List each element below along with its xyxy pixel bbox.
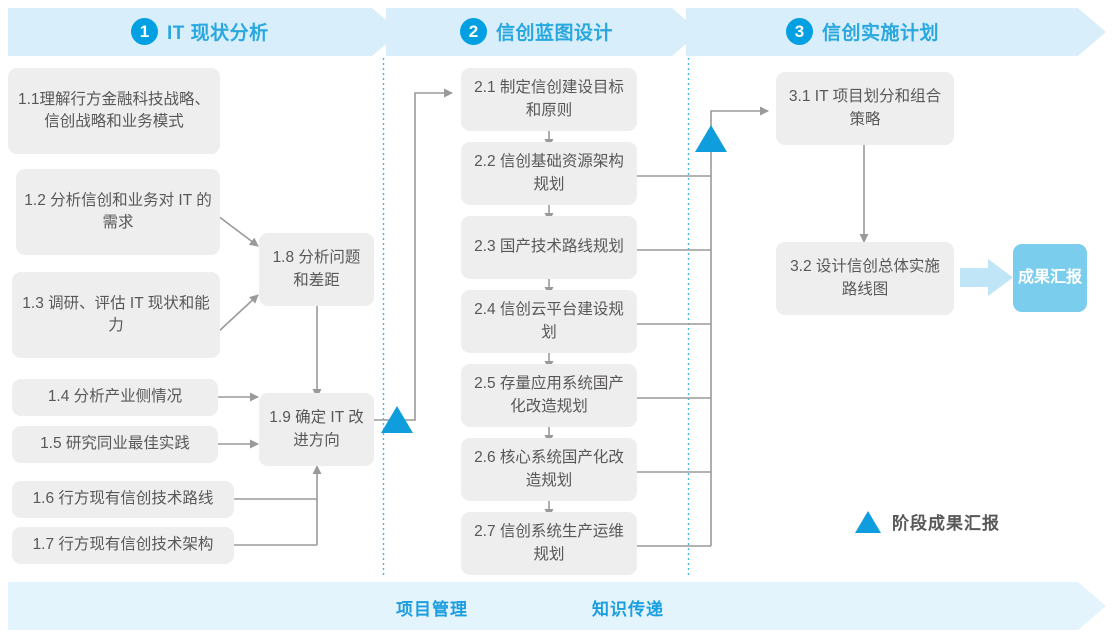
milestone-triangle-2 (695, 125, 727, 152)
process-box-2-3[interactable]: 2.3 国产技术路线规划 (461, 216, 637, 279)
connector-bus-to-31 (710, 106, 769, 128)
phase-header-1[interactable]: 1 IT 现状分析 (131, 18, 269, 45)
milestone-triangle-1 (381, 406, 413, 433)
process-box-1-8[interactable]: 1.8 分析问题和差距 (259, 233, 374, 306)
phase-number-3: 3 (786, 18, 813, 45)
process-box-1-5[interactable]: 1.5 研究同业最佳实践 (12, 426, 218, 463)
phase-title-3: 信创实施计划 (822, 23, 940, 44)
process-box-2-2[interactable]: 2.2 信创基础资源架构规划 (461, 142, 637, 205)
process-box-1-7[interactable]: 1.7 行方现有信创技术架构 (12, 527, 234, 564)
bottom-banner-label-project-management: 项目管理 (396, 600, 468, 619)
process-box-1-9[interactable]: 1.9 确定 IT 改进方向 (259, 393, 374, 466)
legend-milestone-label: 阶段成果汇报 (892, 514, 1000, 533)
phase-header-3[interactable]: 3 信创实施计划 (786, 18, 939, 45)
connector-32-to-result (960, 259, 1013, 296)
connector-12-to-18 (217, 215, 259, 247)
process-box-3-1[interactable]: 3.1 IT 项目划分和组合策略 (776, 72, 954, 145)
phase-number-1: 1 (131, 18, 158, 45)
bottom-banner-label-knowledge-transfer: 知识传递 (592, 600, 664, 619)
connector-13-to-18 (217, 294, 259, 333)
phase-title-2: 信创蓝图设计 (496, 23, 614, 44)
process-box-2-1[interactable]: 2.1 制定信创建设目标和原则 (461, 68, 637, 131)
bottom-banner-band (8, 582, 1106, 630)
legend-milestone: 阶段成果汇报 (855, 509, 1000, 534)
phase-number-2: 2 (460, 18, 487, 45)
connector-19-to-21 (374, 88, 453, 421)
phase-title-1: IT 现状分析 (167, 23, 269, 44)
process-box-3-2[interactable]: 3.2 设计信创总体实施路线图 (776, 242, 954, 315)
process-box-1-3[interactable]: 1.3 调研、评估 IT 现状和能力 (12, 272, 220, 358)
process-box-2-4[interactable]: 2.4 信创云平台建设规划 (461, 290, 637, 353)
process-box-1-1[interactable]: 1.1理解行方金融科技战略、信创战略和业务模式 (8, 68, 220, 154)
phase-header-2[interactable]: 2 信创蓝图设计 (460, 18, 613, 45)
process-box-2-5[interactable]: 2.5 存量应用系统国产化改造规划 (461, 364, 637, 427)
process-box-2-7[interactable]: 2.7 信创系统生产运维规划 (461, 512, 637, 575)
result-report-badge[interactable]: 成果汇报 (1013, 244, 1087, 312)
milestone-triangle-icon (855, 510, 881, 533)
process-box-1-2[interactable]: 1.2 分析信创和业务对 IT 的需求 (16, 169, 220, 255)
process-box-1-4[interactable]: 1.4 分析产业侧情况 (12, 379, 218, 416)
process-box-2-6[interactable]: 2.6 核心系统国产化改造规划 (461, 438, 637, 501)
process-box-1-6[interactable]: 1.6 行方现有信创技术路线 (12, 481, 234, 518)
